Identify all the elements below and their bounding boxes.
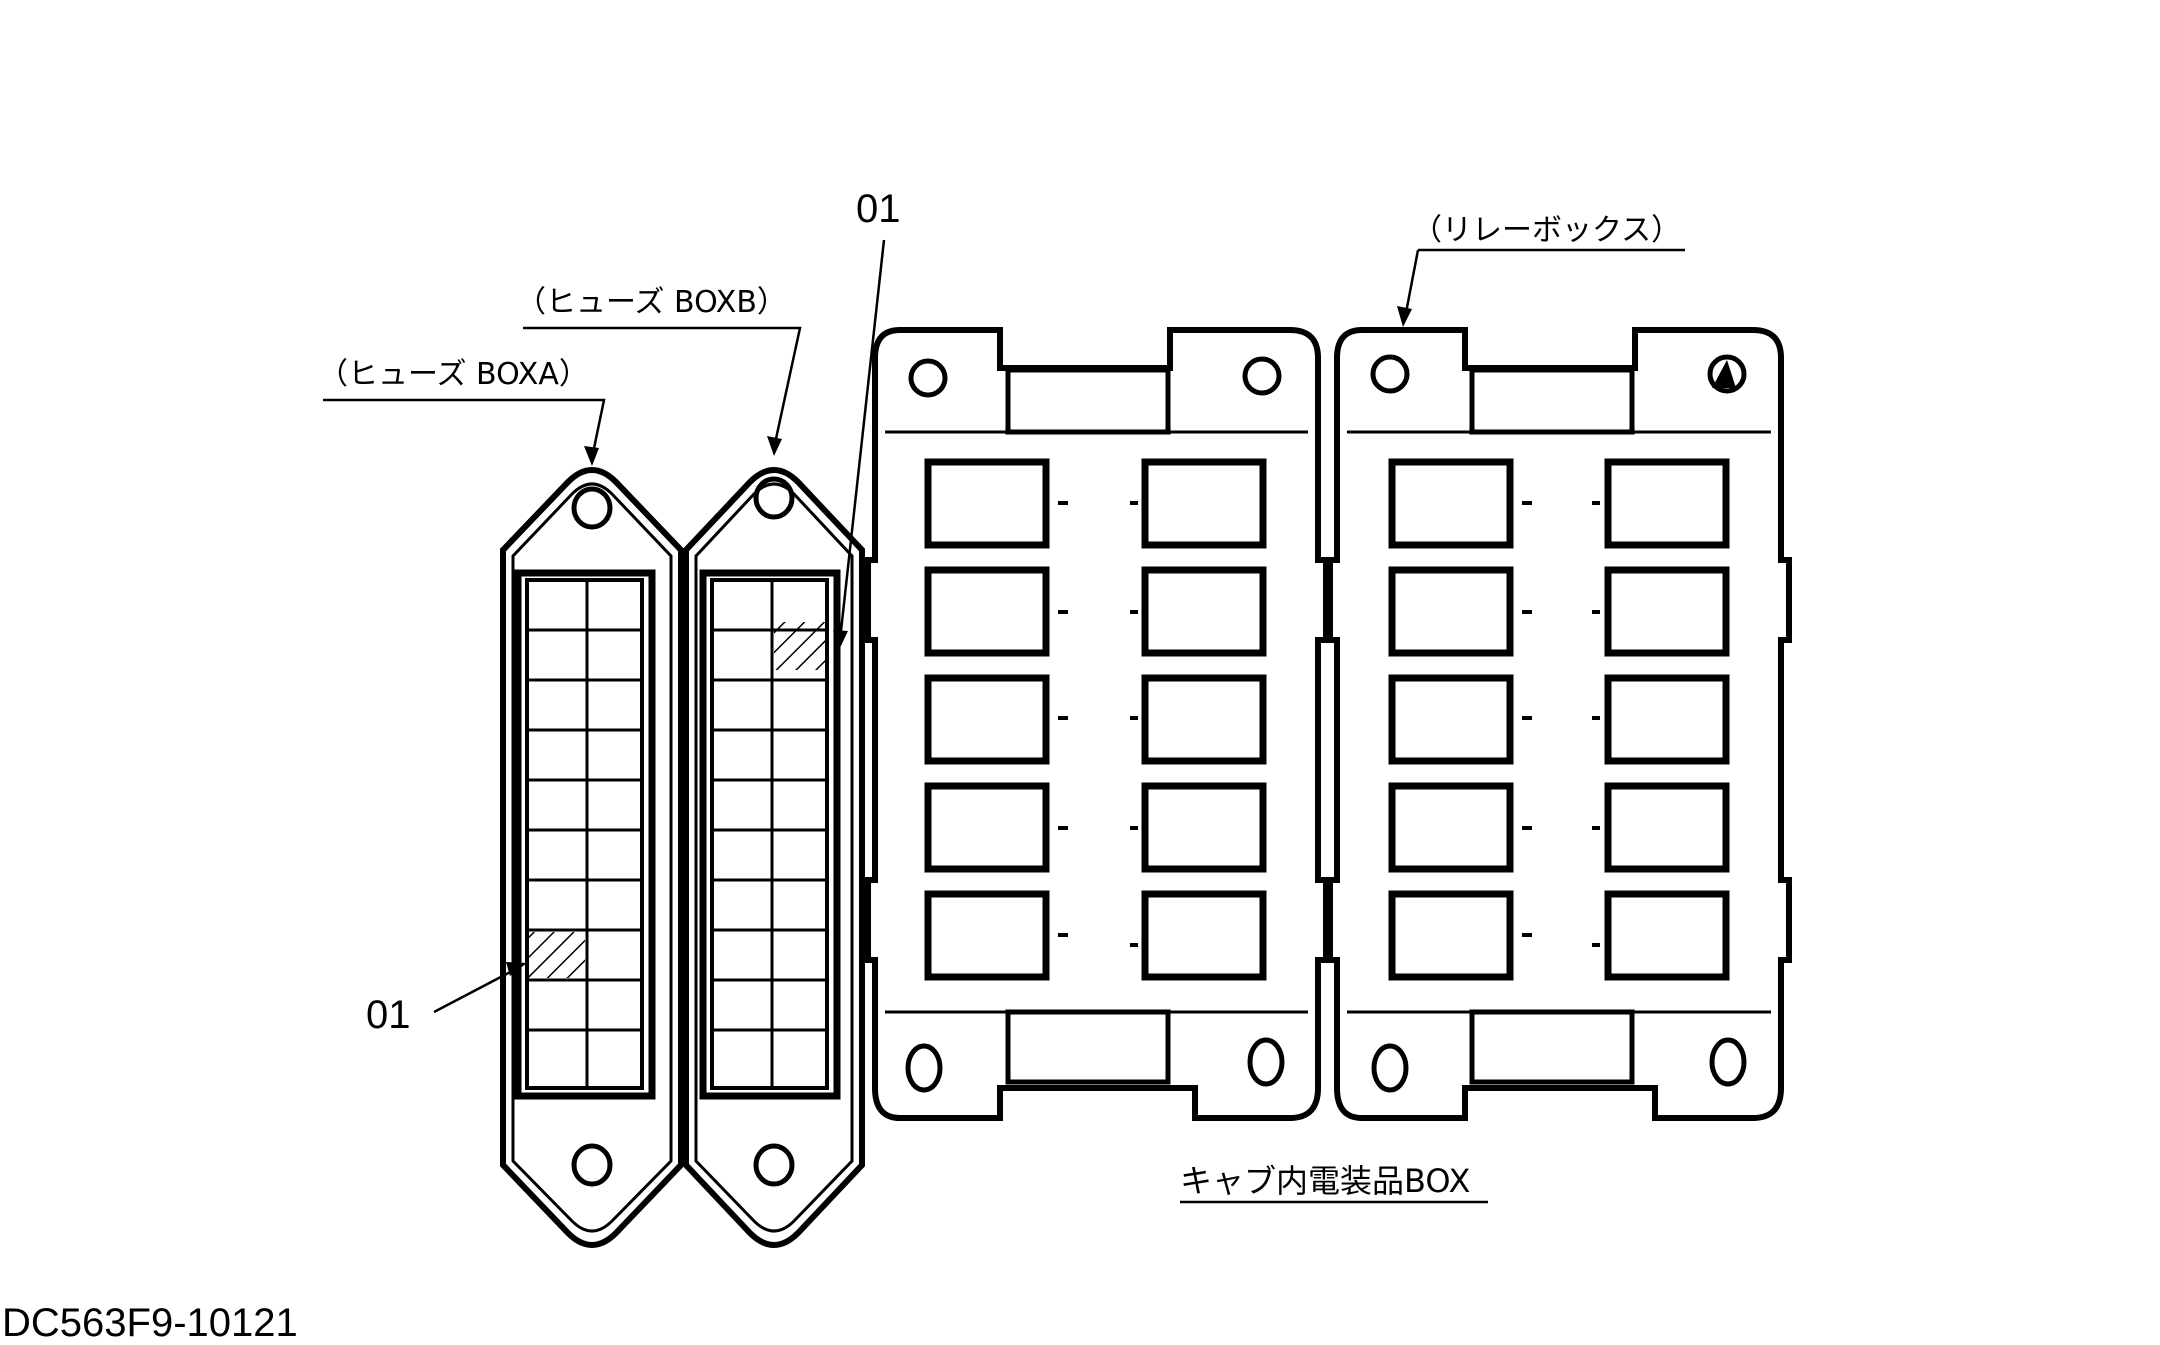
fuse-box-a — [500, 467, 684, 1248]
fuse-box-b — [683, 467, 865, 1248]
part-number-01-top: 01 — [856, 187, 901, 231]
hatched-fuse-b — [774, 622, 826, 670]
hatched-fuse-a — [529, 932, 585, 978]
part-number-01-left: 01 — [366, 993, 411, 1037]
relay-sockets-right — [1141, 458, 1267, 981]
relay-box-sockets-right — [1604, 458, 1730, 981]
relay-box — [1327, 327, 1792, 1121]
relay-box-label: （リレーボックス） — [1412, 213, 1681, 248]
cab-electrical-box — [865, 327, 1329, 1121]
leader-lines — [323, 239, 1685, 1204]
fuse-box-b-label: （ヒューズ BOXB） — [516, 285, 787, 320]
cab-box-label: キャブ内電装品BOX — [1180, 1162, 1470, 1200]
relay-sockets-left — [924, 458, 1050, 981]
relay-box-sockets-left — [1388, 458, 1514, 981]
drawing-id: DC563F9-10121 — [2, 1301, 298, 1345]
fuse-box-a-label: （ヒューズ BOXA） — [318, 357, 589, 392]
